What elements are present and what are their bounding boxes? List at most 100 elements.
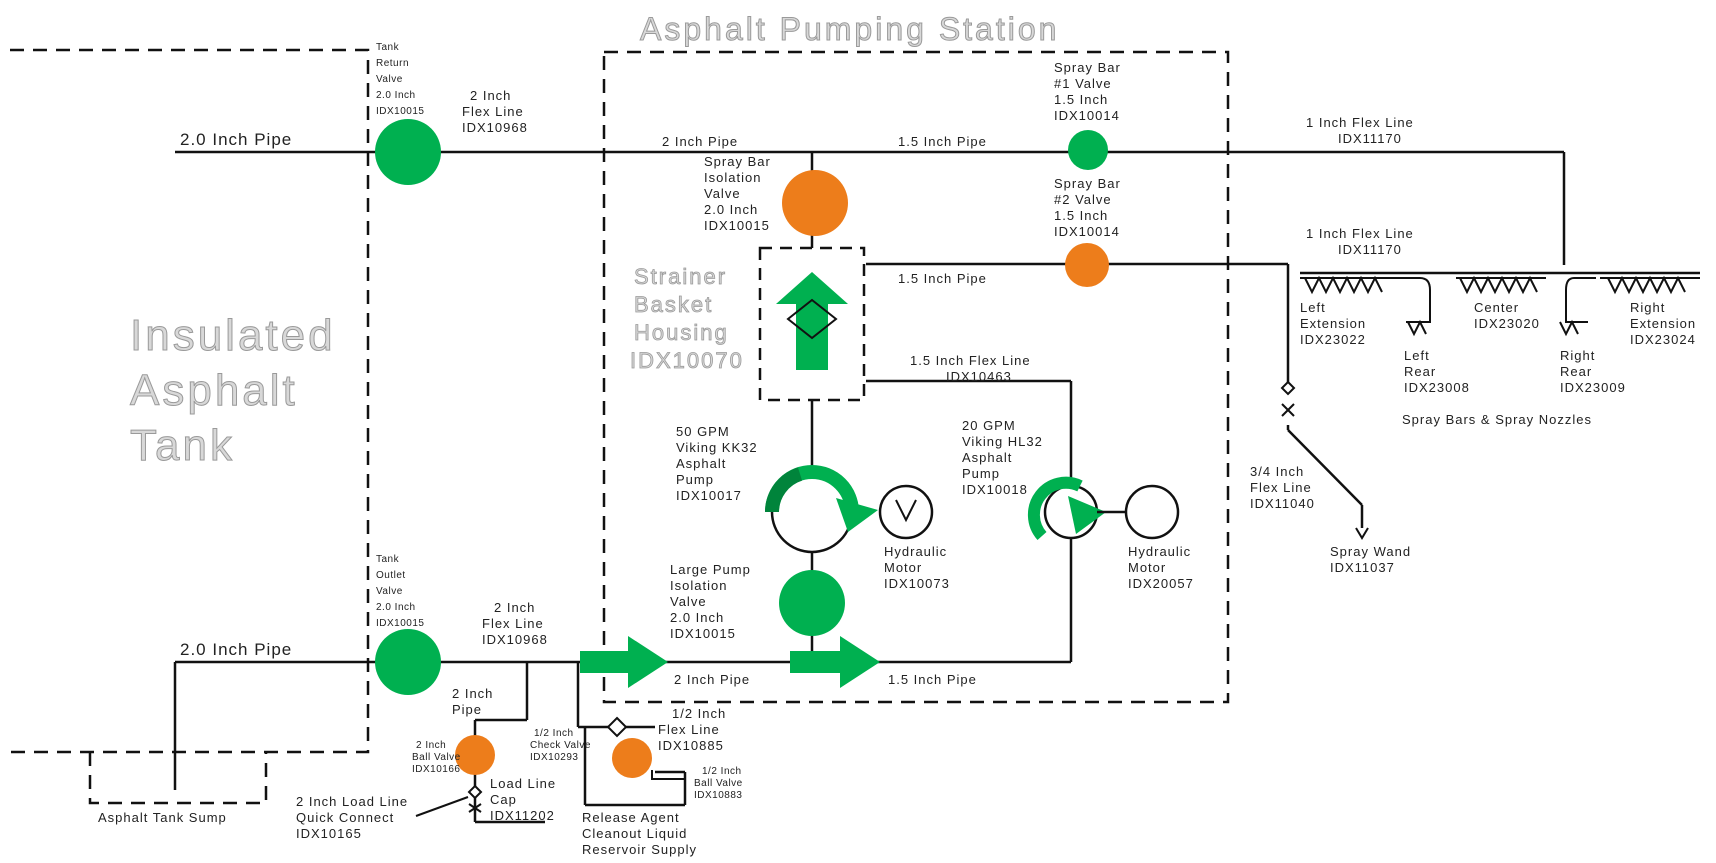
label-right-ext-3: IDX23024 [1630,332,1696,347]
label-wand-2: IDX11037 [1330,560,1395,575]
spray-bar-isolation-valve-icon[interactable] [782,170,848,236]
label-spray1-1: Spray Bar [1054,60,1121,75]
label-left-ext-2: Extension [1300,316,1366,331]
label-ball2-3: IDX10166 [412,764,460,775]
pipe-label-bottom-15in: 1.5 Inch Pipe [888,672,977,687]
large-pump-isolation-valve-icon[interactable] [779,570,845,636]
label-motor1-3: IDX10073 [884,576,950,591]
label-pump-small-2: Viking HL32 [962,434,1043,449]
label-spray1-4: IDX10014 [1054,108,1120,123]
label-strainer-4: IDX10070 [630,348,744,373]
label-spray2-4: IDX10014 [1054,224,1120,239]
spray-bar-1-valve-icon[interactable] [1068,130,1108,170]
pipe-label-bottom-left: 2.0 Inch Pipe [180,640,292,659]
pipe-network [173,150,1700,824]
label-spray2-3: 1.5 Inch [1054,208,1108,223]
quick-connect-icon [467,784,483,813]
label-tank-outlet-5: IDX10015 [376,618,424,629]
label-release-2: Cleanout Liquid [582,826,687,841]
label-pump-large-2: Viking KK32 [676,440,758,455]
label-pump-small-5: IDX10018 [962,482,1028,497]
sump-boundary [88,752,268,805]
label-flex-half-1: 1/2 Inch [672,706,726,721]
label-flex1-mid-1: 1 Inch Flex Line [1306,226,1414,241]
label-release-1: Release Agent [582,810,680,825]
label-motor2-1: Hydraulic [1128,544,1191,559]
label-right-ext-1: Right [1630,300,1665,315]
label-cap-3: IDX11202 [490,808,555,823]
label-spray2-2: #2 Valve [1054,192,1112,207]
label-large-iso-3: Valve [670,594,707,609]
ball-valve-half-icon[interactable] [612,738,652,778]
flow-arrow-suction [580,636,668,688]
label-pump-large-4: Pump [676,472,714,487]
label-center-1: Center [1474,300,1519,315]
label-right-rear-3: IDX23009 [1560,380,1626,395]
tank-title-line-2: Asphalt [130,366,298,415]
pipe-labels: 2.0 Inch Pipe 2.0 Inch Pipe 2 Inch Pipe … [180,130,1031,717]
label-spray1-2: #1 Valve [1054,76,1112,91]
pipe-label-2in-a: 2 Inch [452,686,493,701]
label-tank-outlet-4: 2.0 Inch [376,602,416,613]
label-tank-return-2: Return [376,58,409,69]
label-strainer-3: Housing [634,320,729,345]
pipe-label-flex-15-id: IDX10463 [946,369,1012,384]
label-cap-1: Load Line [490,776,556,791]
flow-arrows [580,272,880,688]
label-nozzles: Spray Bars & Spray Nozzles [1402,412,1592,427]
label-qc-2: Quick Connect [296,810,394,825]
hydraulic-motor-1-icon[interactable] [878,484,934,540]
label-spray-iso-3: Valve [704,186,741,201]
label-flex-bottom-1: 2 Inch [494,600,535,615]
large-pump-icon[interactable] [765,465,878,554]
label-right-rear-1: Right [1560,348,1595,363]
label-pump-small-4: Pump [962,466,1000,481]
label-flex34-2: Flex Line [1250,480,1312,495]
flow-arrow-pump-line [790,636,880,688]
label-check-2: Check Valve [530,740,591,751]
label-left-rear-3: IDX23008 [1404,380,1470,395]
label-tank-outlet-1: Tank [376,554,400,565]
pipe-label-mid-15in: 1.5 Inch Pipe [898,271,987,286]
pipe-label-flex-15: 1.5 Inch Flex Line [910,353,1031,368]
small-pump-icon[interactable] [1027,476,1106,540]
label-qc-3: IDX10165 [296,826,362,841]
label-flex1-mid-2: IDX11170 [1338,242,1402,257]
spray-bar-2-valve-icon[interactable] [1065,243,1109,287]
label-ball2-2: Ball Valve [412,752,461,763]
label-flex-half-2: Flex Line [658,722,720,737]
pointer-lines [415,770,686,817]
label-spray1-3: 1.5 Inch [1054,92,1108,107]
label-release-3: Reservoir Supply [582,842,697,857]
label-flex-half-3: IDX10885 [658,738,724,753]
station-boundary [602,50,1230,704]
pipe-label-bottom-2in: 2 Inch Pipe [674,672,750,687]
pipe-label-top-left: 2.0 Inch Pipe [180,130,292,149]
component-labels: Tank Return Valve 2.0 Inch IDX10015 2 In… [98,42,1696,857]
tank-return-valve-icon[interactable] [375,119,441,185]
label-left-rear-1: Left [1404,348,1430,363]
label-flex-top-2: Flex Line [462,104,524,119]
pipe-label-top-15in: 1.5 Inch Pipe [898,134,987,149]
label-wand-1: Spray Wand [1330,544,1411,559]
label-pump-small-3: Asphalt [962,450,1012,465]
label-pump-large-5: IDX10017 [676,488,742,503]
label-pump-large-1: 50 GPM [676,424,730,439]
pipe-label-top-2in: 2 Inch Pipe [662,134,738,149]
ball-valve-2in-icon[interactable] [455,735,495,775]
label-flex-bottom-3: IDX10968 [482,632,548,647]
tank-outlet-valve-icon[interactable] [375,629,441,695]
label-check-3: IDX10293 [530,752,578,763]
label-spray-iso-5: IDX10015 [704,218,770,233]
pipe-label-2in-b: Pipe [452,702,482,717]
hydraulic-motor-2-icon[interactable] [1097,484,1180,540]
label-large-iso-4: 2.0 Inch [670,610,724,625]
label-ball-half-1: 1/2 Inch [702,766,742,777]
label-center-2: IDX23020 [1474,316,1540,331]
spray-bar-assembly [1300,275,1700,540]
label-left-rear-2: Rear [1404,364,1436,379]
label-pump-small-1: 20 GPM [962,418,1016,433]
label-motor1-1: Hydraulic [884,544,947,559]
